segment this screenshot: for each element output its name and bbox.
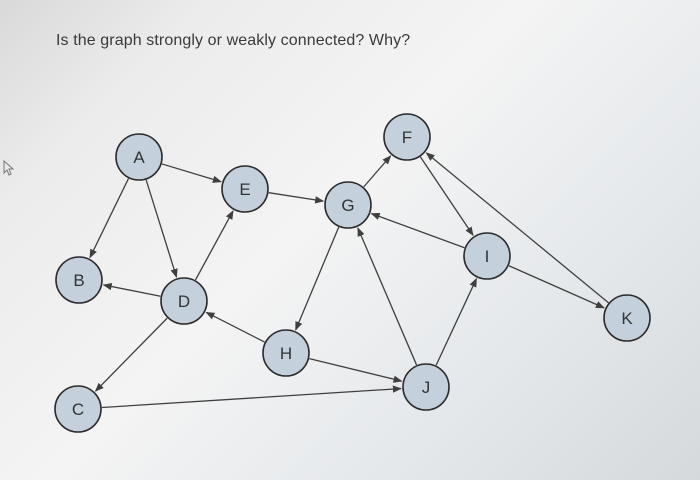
node-label: G — [341, 196, 354, 215]
node-label: K — [621, 309, 633, 328]
node-circle — [55, 256, 103, 304]
edge-i-to-g — [370, 213, 465, 249]
mouse-pointer-icon — [3, 160, 15, 176]
node-circle — [383, 113, 431, 161]
node-circle — [262, 329, 310, 377]
node-label: E — [239, 180, 250, 199]
edge-h-to-d — [205, 311, 265, 343]
edge-a-to-b — [89, 178, 130, 259]
node-circle — [402, 363, 450, 411]
node-circle — [160, 277, 208, 325]
node-i: I — [463, 232, 511, 280]
node-label: D — [178, 292, 190, 311]
node-label: J — [422, 378, 431, 397]
edge-a-to-e — [161, 163, 222, 183]
node-e: E — [221, 165, 269, 213]
node-c: C — [54, 385, 102, 433]
edge-j-to-i — [435, 277, 478, 366]
node-h: H — [262, 329, 310, 377]
edge-g-to-h — [295, 226, 340, 331]
node-label: B — [73, 271, 84, 290]
edge-i-to-k — [508, 265, 605, 309]
edge-h-to-j — [309, 358, 403, 383]
node-label: I — [485, 247, 490, 266]
edge-c-to-j — [101, 385, 402, 409]
edge-g-to-f — [363, 155, 392, 188]
edge-d-to-e — [194, 210, 234, 281]
node-a: A — [115, 133, 163, 181]
node-circle — [603, 294, 651, 342]
nodes: A B C D E F G H I J K — [54, 113, 651, 433]
edge-a-to-d — [145, 179, 178, 279]
edge-d-to-c — [94, 317, 168, 392]
node-label: H — [280, 344, 292, 363]
node-b: B — [55, 256, 103, 304]
edge-k-to-f — [425, 152, 609, 304]
edge-e-to-g — [268, 192, 325, 204]
edge-f-to-i — [419, 156, 474, 237]
node-f: F — [383, 113, 431, 161]
node-circle — [463, 232, 511, 280]
node-label: C — [72, 400, 84, 419]
node-circle — [115, 133, 163, 181]
node-k: K — [603, 294, 651, 342]
edges — [89, 152, 609, 409]
node-circle — [324, 181, 372, 229]
question-text: Is the graph strongly or weakly connecte… — [56, 32, 411, 49]
node-label: F — [402, 128, 412, 147]
edge-j-to-g — [357, 227, 418, 366]
node-d: D — [160, 277, 208, 325]
node-label: A — [133, 148, 145, 167]
edge-d-to-b — [102, 282, 161, 297]
node-circle — [54, 385, 102, 433]
node-g: G — [324, 181, 372, 229]
node-circle — [221, 165, 269, 213]
node-j: J — [402, 363, 450, 411]
